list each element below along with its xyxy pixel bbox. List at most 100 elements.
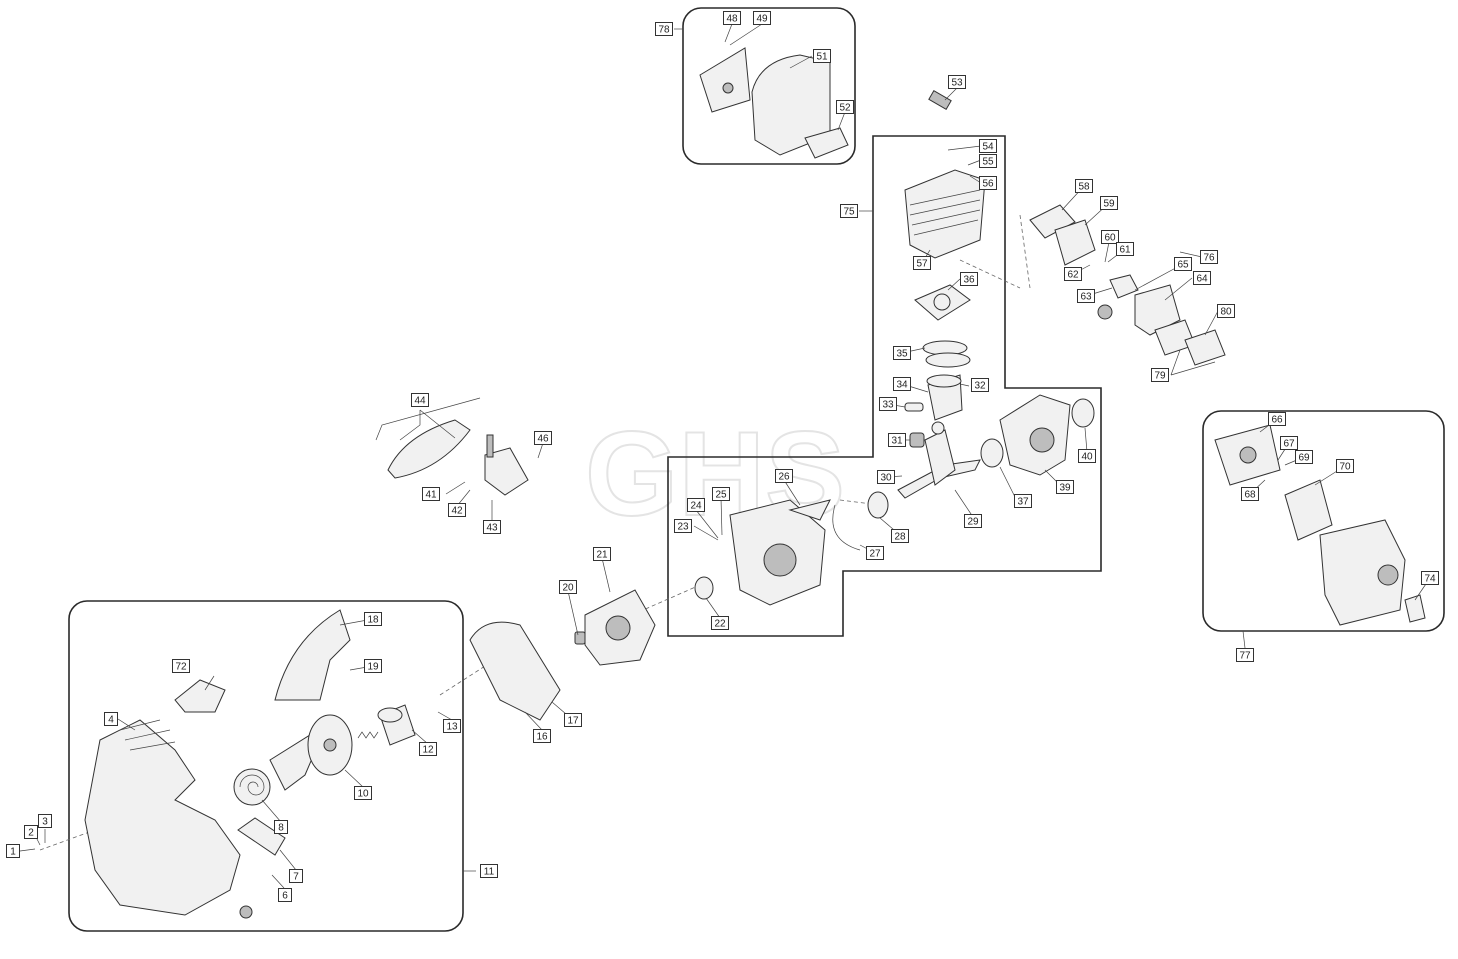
callout-box (1064, 267, 1082, 281)
callout-number: 43 (486, 523, 498, 534)
callout-63: 63 (1077, 289, 1095, 303)
callout-44: 44 (411, 393, 429, 407)
callout-23: 23 (674, 519, 692, 533)
callout-number: 10 (357, 789, 369, 800)
callout-box (559, 580, 577, 594)
callout-number: 77 (1239, 651, 1251, 662)
callout-6: 6 (278, 888, 292, 902)
callout-41: 41 (422, 487, 440, 501)
callout-box (480, 864, 498, 878)
callout-box (1078, 449, 1096, 463)
callout-56: 56 (979, 176, 997, 190)
callout-number: 74 (1424, 574, 1436, 585)
callout-59: 59 (1100, 196, 1118, 210)
callout-box (289, 869, 303, 883)
callout-box (422, 487, 440, 501)
callout-box (866, 546, 884, 560)
callout-box (104, 712, 118, 726)
callout-number: 51 (816, 52, 828, 63)
callout-box (1336, 459, 1354, 473)
callout-box (711, 616, 729, 630)
callout-48: 48 (723, 11, 741, 25)
callout-box (6, 844, 20, 858)
callout-box (893, 377, 911, 391)
callout-39: 39 (1056, 480, 1074, 494)
callout-8: 8 (274, 820, 288, 834)
callout-number: 31 (891, 436, 903, 447)
callout-number: 40 (1081, 452, 1093, 463)
callout-31: 31 (888, 433, 906, 447)
callout-18: 18 (364, 612, 382, 626)
callout-box (775, 469, 793, 483)
callout-box (960, 272, 978, 286)
callout-32: 32 (971, 378, 989, 392)
callout-number: 79 (1154, 371, 1166, 382)
callout-box (655, 22, 673, 36)
callout-number: 42 (451, 506, 463, 517)
callout-box (1174, 257, 1192, 271)
callout-box (840, 204, 858, 218)
callout-13: 13 (443, 719, 461, 733)
callout-number: 58 (1078, 182, 1090, 193)
callout-17: 17 (564, 713, 582, 727)
callout-number: 1 (10, 847, 16, 858)
callout-box (948, 75, 966, 89)
callout-number: 52 (839, 103, 851, 114)
callout-box (24, 825, 38, 839)
callout-number: 65 (1177, 260, 1189, 271)
callout-number: 48 (726, 14, 738, 25)
callout-box (278, 888, 292, 902)
callout-box (411, 393, 429, 407)
callout-box (483, 520, 501, 534)
callout-43: 43 (483, 520, 501, 534)
callout-number: 21 (596, 550, 608, 561)
callout-number: 46 (537, 434, 549, 445)
callout-22: 22 (711, 616, 729, 630)
callout-79: 79 (1151, 368, 1169, 382)
callout-37: 37 (1014, 494, 1032, 508)
callout-box (813, 49, 831, 63)
callout-box (674, 519, 692, 533)
callout-box (1014, 494, 1032, 508)
callout-box (354, 786, 372, 800)
callout-number: 80 (1220, 307, 1232, 318)
callout-42: 42 (448, 503, 466, 517)
callout-box (1151, 368, 1169, 382)
callout-number: 7 (293, 872, 299, 883)
callout-box (533, 729, 551, 743)
callout-number: 35 (896, 349, 908, 360)
callout-box (753, 11, 771, 25)
callout-box (723, 11, 741, 25)
part-illustrations (84, 47, 1426, 919)
group-11-outline (68, 600, 464, 932)
callout-2: 2 (24, 825, 38, 839)
callout-number: 24 (690, 501, 702, 512)
callout-21: 21 (593, 547, 611, 561)
callout-60: 60 (1101, 230, 1119, 244)
callout-box (888, 433, 906, 447)
callout-49: 49 (753, 11, 771, 25)
callout-67: 67 (1280, 436, 1298, 450)
callout-74: 74 (1421, 571, 1439, 585)
callout-25: 25 (712, 487, 730, 501)
callout-24: 24 (687, 498, 705, 512)
callout-number: 64 (1196, 274, 1208, 285)
callout-box (979, 139, 997, 153)
callout-box (1280, 436, 1298, 450)
callout-number: 26 (778, 472, 790, 483)
callout-35: 35 (893, 346, 911, 360)
callout-80: 80 (1217, 304, 1235, 318)
callout-number: 12 (422, 745, 434, 756)
callout-64: 64 (1193, 271, 1211, 285)
callout-box (877, 470, 895, 484)
callout-box (891, 529, 909, 543)
callout-box (893, 346, 911, 360)
callout-number: 56 (982, 179, 994, 190)
callout-number: 32 (974, 381, 986, 392)
callout-number: 41 (425, 490, 437, 501)
callout-box (172, 659, 190, 673)
callout-number: 75 (843, 207, 855, 218)
callout-76: 76 (1200, 250, 1218, 264)
callout-box (979, 176, 997, 190)
callout-33: 33 (879, 397, 897, 411)
